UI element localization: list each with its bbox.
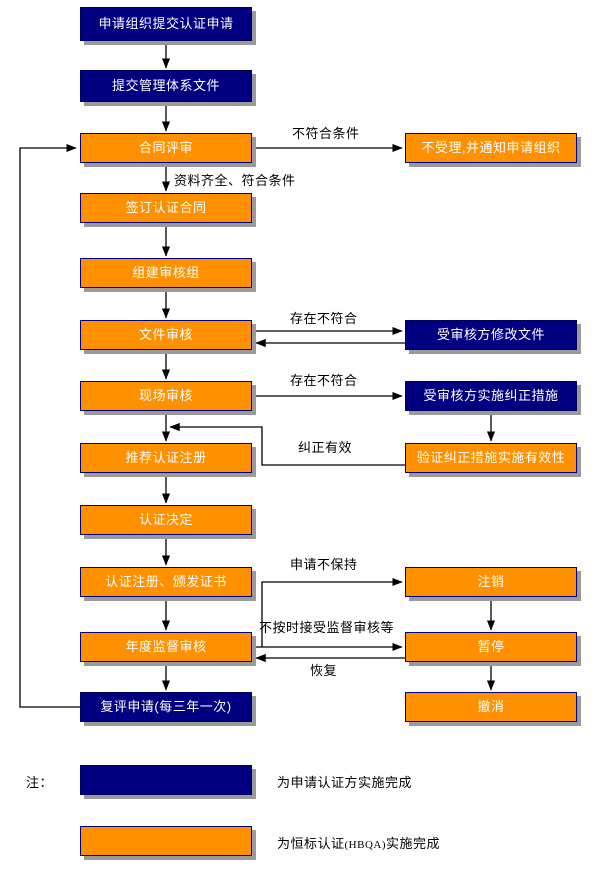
edge-label-correction-effective: 纠正有效 — [298, 440, 353, 455]
legend-note-label: 注： — [26, 775, 54, 790]
node-register-issue-certificate[interactable]: 认证注册、颁发证书 — [80, 567, 252, 597]
node-onsite-audit[interactable]: 现场审核 — [80, 381, 252, 411]
node-label: 合同评审 — [138, 139, 193, 155]
edge-label-restore: 恢复 — [310, 663, 338, 678]
node-label: 认证决定 — [138, 511, 193, 527]
node-auditee-corrective-actions[interactable]: 受审核方实施纠正措施 — [405, 381, 577, 411]
node-label: 文件审核 — [138, 326, 193, 342]
node-label: 验证纠正措施实施有效性 — [416, 449, 566, 465]
node-label: 注销 — [477, 573, 505, 589]
node-sign-certification-contract[interactable]: 签订认证合同 — [80, 193, 252, 223]
node-submit-system-documents[interactable]: 提交管理体系文件 — [80, 70, 252, 102]
legend-text-applicant: 为申请认证方实施完成 — [277, 775, 413, 790]
edge-label-nonconformity-document: 存在不符合 — [290, 311, 358, 326]
node-recommend-registration[interactable]: 推荐认证注册 — [80, 443, 252, 473]
node-reject-and-notify[interactable]: 不受理,并通知申请组织 — [405, 133, 577, 163]
edge-label-documents-complete: 资料齐全、符合条件 — [174, 173, 296, 188]
legend-swatch-certifier — [80, 826, 252, 856]
node-verify-corrective-effectiveness[interactable]: 验证纠正措施实施有效性 — [405, 443, 577, 473]
node-label: 签订认证合同 — [125, 199, 207, 215]
node-withdrawal[interactable]: 撤消 — [405, 692, 577, 722]
node-label: 组建审核组 — [132, 264, 200, 280]
node-label: 年度监督审核 — [125, 638, 207, 654]
node-auditee-revise-documents[interactable]: 受审核方修改文件 — [405, 320, 577, 350]
node-label: 认证注册、颁发证书 — [105, 573, 227, 589]
node-annual-surveillance-audit[interactable]: 年度监督审核 — [80, 632, 252, 662]
node-label: 撤消 — [477, 698, 505, 714]
node-suspension[interactable]: 暂停 — [405, 632, 577, 662]
edge-label-late-surveillance: 不按时接受监督审核等 — [259, 620, 395, 635]
node-label: 暂停 — [477, 638, 505, 654]
legend-org-code: (HBQA) — [344, 839, 387, 851]
node-label: 提交管理体系文件 — [111, 77, 220, 93]
node-label: 不受理,并通知申请组织 — [421, 139, 561, 155]
node-label: 推荐认证注册 — [125, 449, 207, 465]
node-label: 复评申请(每三年一次) — [100, 698, 232, 714]
legend-text-certifier: 为恒标认证(HBQA)实施完成 — [277, 836, 441, 851]
node-cancellation[interactable]: 注销 — [405, 567, 577, 597]
node-reassessment-application[interactable]: 复评申请(每三年一次) — [80, 692, 252, 722]
node-label: 申请组织提交认证申请 — [98, 15, 234, 31]
node-label: 现场审核 — [138, 387, 193, 403]
node-form-audit-team[interactable]: 组建审核组 — [80, 258, 252, 288]
node-label: 受审核方修改文件 — [436, 326, 545, 342]
edge-label-nonconformity-onsite: 存在不符合 — [290, 373, 358, 388]
node-label: 受审核方实施纠正措施 — [423, 387, 559, 403]
node-application-submission[interactable]: 申请组织提交认证申请 — [80, 7, 252, 41]
edge-label-not-meeting-conditions: 不符合条件 — [292, 126, 360, 141]
edge-label-apply-not-maintain: 申请不保持 — [290, 557, 358, 572]
node-certification-decision[interactable]: 认证决定 — [80, 505, 252, 535]
node-document-audit[interactable]: 文件审核 — [80, 320, 252, 350]
legend-swatch-applicant — [80, 765, 252, 795]
node-contract-review[interactable]: 合同评审 — [80, 133, 252, 163]
